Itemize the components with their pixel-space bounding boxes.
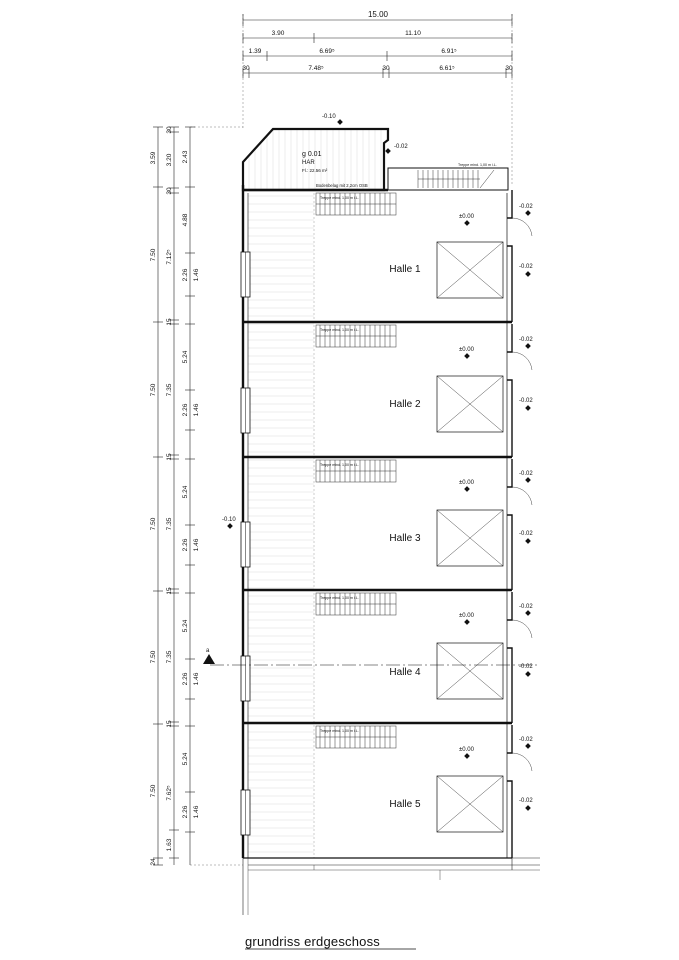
room-use: HAR	[302, 160, 315, 166]
dim-label: 24	[150, 858, 157, 866]
stair-note: Treppe mind. 1,00 m i.L.	[320, 729, 359, 733]
dim-label: 15	[166, 587, 173, 595]
dim-label: 7.35	[166, 650, 173, 663]
dim-label: 7.50	[150, 248, 157, 261]
level-marker: ±0.00	[459, 347, 475, 353]
dim-label: 7.50	[150, 517, 157, 530]
stair-note: Treppe mind. 1,00 m i.L.	[320, 463, 359, 467]
stair-note: Treppe mind. 1,00 m i.L.	[320, 328, 359, 332]
level-marker: -0.02	[519, 798, 533, 804]
dim-label: 11.10	[405, 30, 421, 37]
dim-label: 7.62⁵	[166, 785, 173, 801]
floor-note: Bodenbelag mit 2,2cm OSB	[316, 183, 368, 188]
dim-label: 2.26	[182, 403, 189, 416]
dim-label: 3.20	[166, 153, 173, 166]
left-dimension-labels: 3.59 7.50 7.50 7.50 7.50 7.50 24 30 3.20…	[150, 126, 200, 866]
dim-label: 6.69⁵	[319, 48, 335, 55]
section-line-a: a	[203, 648, 540, 666]
dim-label: 5.24	[182, 485, 189, 498]
level-marker: -0.02	[519, 471, 533, 477]
dim-label: 5.24	[182, 350, 189, 363]
stair-note: Treppe mind. 1,00 m i.L.	[320, 596, 359, 600]
dim-label: 2.26	[182, 672, 189, 685]
hall-4: Treppe mind. 1,00 m i.L. Halle 4 ±0.00 -…	[315, 592, 533, 700]
dim-label: 7.48⁵	[308, 65, 324, 72]
dim-label: 1.46	[193, 268, 200, 281]
bottom-edge	[242, 857, 540, 915]
top-room: -0.10 -0.02 g 0.01 HAR Fl.: 22.56 m² Bod…	[241, 114, 408, 192]
dim-label: 2.43	[182, 150, 189, 163]
level-marker: -0.02	[519, 664, 533, 670]
stair-note: Treppe mind. 1,00 m i.L.	[320, 196, 359, 200]
level-marker: ±0.00	[459, 214, 475, 220]
dim-label: 1.46	[193, 403, 200, 416]
dim-label: 5.24	[182, 619, 189, 632]
level-marker: -0.02	[519, 604, 533, 610]
level-marker: -0.10	[322, 114, 336, 120]
dim-label: 1.46	[193, 538, 200, 551]
top-dimensions	[242, 14, 513, 185]
dim-label: 1.46	[193, 672, 200, 685]
level-marker: -0.02	[519, 398, 533, 404]
dim-label: 4.88	[182, 213, 189, 226]
dim-label: 2.26	[182, 538, 189, 551]
level-marker: -0.02	[519, 264, 533, 270]
dim-label: 6.91⁵	[441, 48, 457, 55]
dim-label: 7.35	[166, 517, 173, 530]
external-stair: Treppe mind. 1,00 m i.L.	[387, 163, 509, 191]
level-marker: -0.10	[222, 517, 236, 523]
level-marker: -0.02	[519, 531, 533, 537]
room-number: g 0.01	[302, 151, 322, 158]
level-marker: -0.02	[519, 737, 533, 743]
dim-label: 5.24	[182, 752, 189, 765]
level-marker: ±0.00	[459, 747, 475, 753]
dim-label: 15	[166, 720, 173, 728]
level-marker: -0.02	[519, 204, 533, 210]
hall-1: Treppe mind. 1,00 m i.L. Halle 1 ±0.00 -…	[315, 192, 533, 299]
section-marker: a	[206, 648, 210, 654]
hall-label: Halle 1	[389, 264, 421, 275]
dim-label: 1.46	[193, 805, 200, 818]
dim-label: 3.59	[150, 151, 157, 164]
dim-label: 2.26	[182, 268, 189, 281]
dim-label: 1.39	[249, 48, 262, 55]
left-dimensions	[153, 126, 243, 866]
dim-label: 7.12⁵	[166, 249, 173, 265]
hall-walls	[243, 190, 533, 859]
dim-label: 7.50	[150, 784, 157, 797]
top-dimension-labels: 15.00 3.90 11.10 1.39 6.69⁵ 6.91⁵ 30 7.4…	[242, 10, 513, 72]
hall-3: Treppe mind. 1,00 m i.L. Halle 3 ±0.00 -…	[315, 459, 533, 567]
dim-label: 3.90	[272, 30, 285, 37]
level-marker: ±0.00	[459, 613, 475, 619]
dim-label: 30	[166, 187, 173, 195]
dim-label: 30	[505, 65, 513, 72]
room-area: Fl.: 22.56 m²	[302, 168, 328, 173]
dim-label: 15	[166, 453, 173, 461]
dim-label: 2.26	[182, 805, 189, 818]
hall-label: Halle 5	[389, 799, 421, 810]
dim-total-width: 15.00	[368, 10, 389, 19]
dim-label: 1.63	[166, 838, 173, 851]
hall-label: Halle 2	[389, 399, 421, 410]
dim-label: 7.50	[150, 650, 157, 663]
dim-label: 30	[242, 65, 250, 72]
dim-label: 30	[382, 65, 390, 72]
drawing-caption: grundriss erdgeschoss	[245, 934, 380, 949]
hall-label: Halle 3	[389, 533, 421, 544]
dim-label: 7.50	[150, 383, 157, 396]
dim-label: 30	[166, 126, 173, 134]
level-marker: -0.02	[519, 337, 533, 343]
hall-2: Treppe mind. 1,00 m i.L. Halle 2 ±0.00 -…	[315, 324, 533, 433]
hall-label: Halle 4	[389, 667, 421, 678]
dim-label: 15	[166, 318, 173, 326]
dim-label: 6.61⁵	[439, 65, 455, 72]
level-marker: ±0.00	[459, 480, 475, 486]
left-corridor: -0.10	[222, 185, 315, 858]
hall-5: Treppe mind. 1,00 m i.L. Halle 5 ±0.00 -…	[315, 725, 533, 833]
dim-label: 7.35	[166, 383, 173, 396]
level-marker: -0.02	[394, 144, 408, 150]
stair-note: Treppe mind. 1,00 m i.L.	[458, 163, 497, 167]
